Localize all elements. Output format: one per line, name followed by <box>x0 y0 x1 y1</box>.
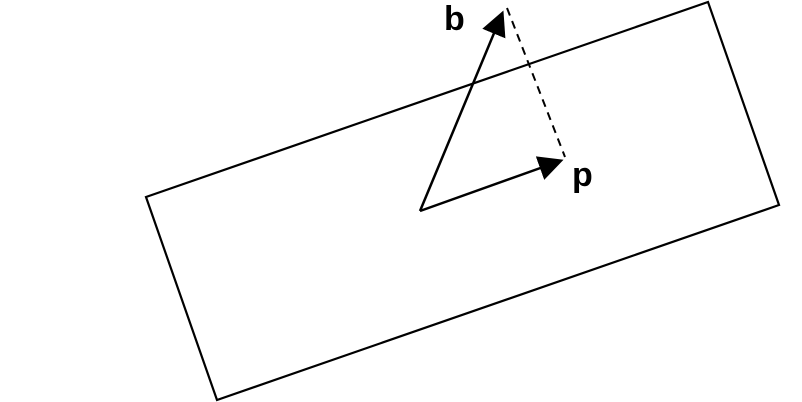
vector-p-label: p <box>572 156 593 194</box>
vector-b-arrow <box>418 10 506 212</box>
plane-parallelogram <box>144 0 781 402</box>
dashed-projection-line <box>506 7 566 158</box>
vector-b-label: b <box>444 0 465 38</box>
vector-p-arrow <box>419 156 564 213</box>
